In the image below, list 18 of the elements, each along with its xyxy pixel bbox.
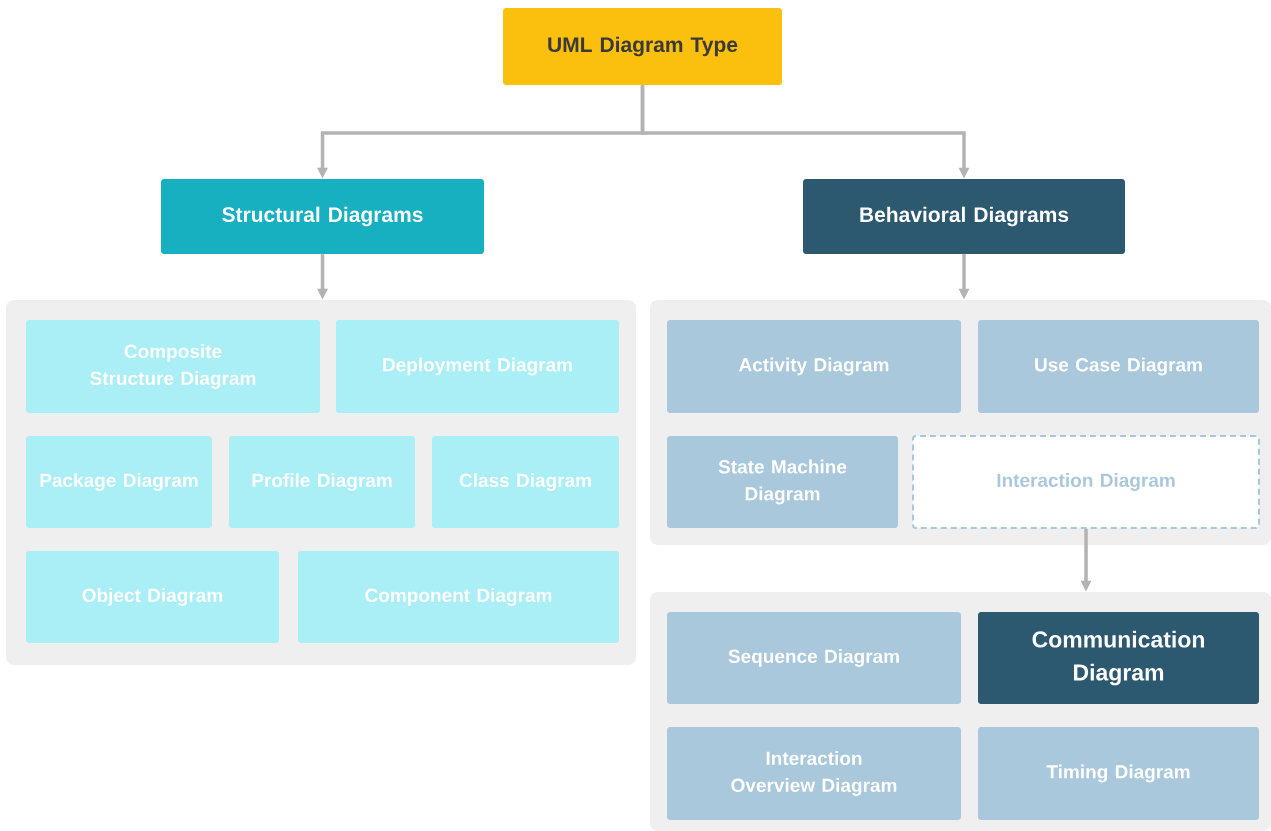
diagram-type-box: Component Diagram	[298, 551, 619, 643]
diagram-type-box: Class Diagram	[432, 436, 619, 528]
diagram-type-box: Timing Diagram	[978, 727, 1259, 820]
diagram-type-box: Activity Diagram	[667, 320, 961, 413]
root-box: UML Diagram Type	[503, 8, 782, 85]
dashed-box: Interaction Diagram	[912, 435, 1260, 529]
diagram-type-box: Profile Diagram	[229, 436, 415, 528]
diagram-type-box: State Machine Diagram	[667, 436, 898, 528]
diagram-type-box: Communication Diagram	[978, 612, 1259, 704]
category-box: Behavioral Diagrams	[803, 179, 1125, 254]
diagram-type-box: Use Case Diagram	[978, 320, 1259, 413]
diagram-type-box: Interaction Overview Diagram	[667, 727, 961, 820]
diagram-type-box: Package Diagram	[26, 436, 212, 528]
category-box: Structural Diagrams	[161, 179, 484, 254]
diagram-type-box: Composite Structure Diagram	[26, 320, 320, 413]
diagram-type-box: Object Diagram	[26, 551, 279, 643]
diagram-type-box: Sequence Diagram	[667, 612, 961, 704]
diagram-type-box: Deployment Diagram	[336, 320, 619, 413]
